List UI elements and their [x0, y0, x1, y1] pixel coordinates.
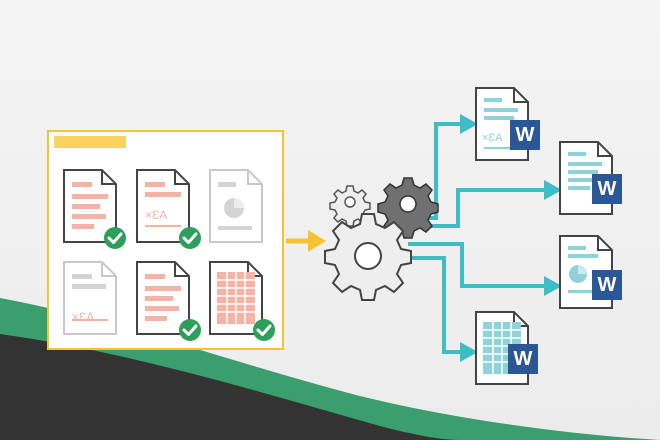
word-badge-icon: W [508, 344, 538, 374]
input-arrow [286, 230, 326, 252]
large-gear-icon [324, 213, 412, 301]
document-text-icon [63, 169, 117, 243]
signature-mark: ×ƐA [72, 310, 95, 324]
check-badge-icon [253, 319, 275, 341]
signature-mark: ×ƐA [145, 208, 168, 222]
word-badge-icon: W [592, 270, 622, 300]
check-badge-icon [104, 227, 126, 249]
check-badge-icon [179, 227, 201, 249]
document-chart-icon [209, 169, 263, 243]
document-table-icon [209, 261, 263, 335]
check-badge-icon [179, 319, 201, 341]
document-signature-icon [136, 169, 190, 243]
document-text-icon [136, 261, 190, 335]
word-badge-icon: W [592, 174, 622, 204]
document-signature-icon [63, 261, 117, 335]
panel-header-bar [54, 136, 126, 148]
signature-mark: ×ƐA [482, 132, 503, 144]
word-badge-icon: W [510, 120, 540, 150]
small-gear-icon [329, 185, 371, 227]
